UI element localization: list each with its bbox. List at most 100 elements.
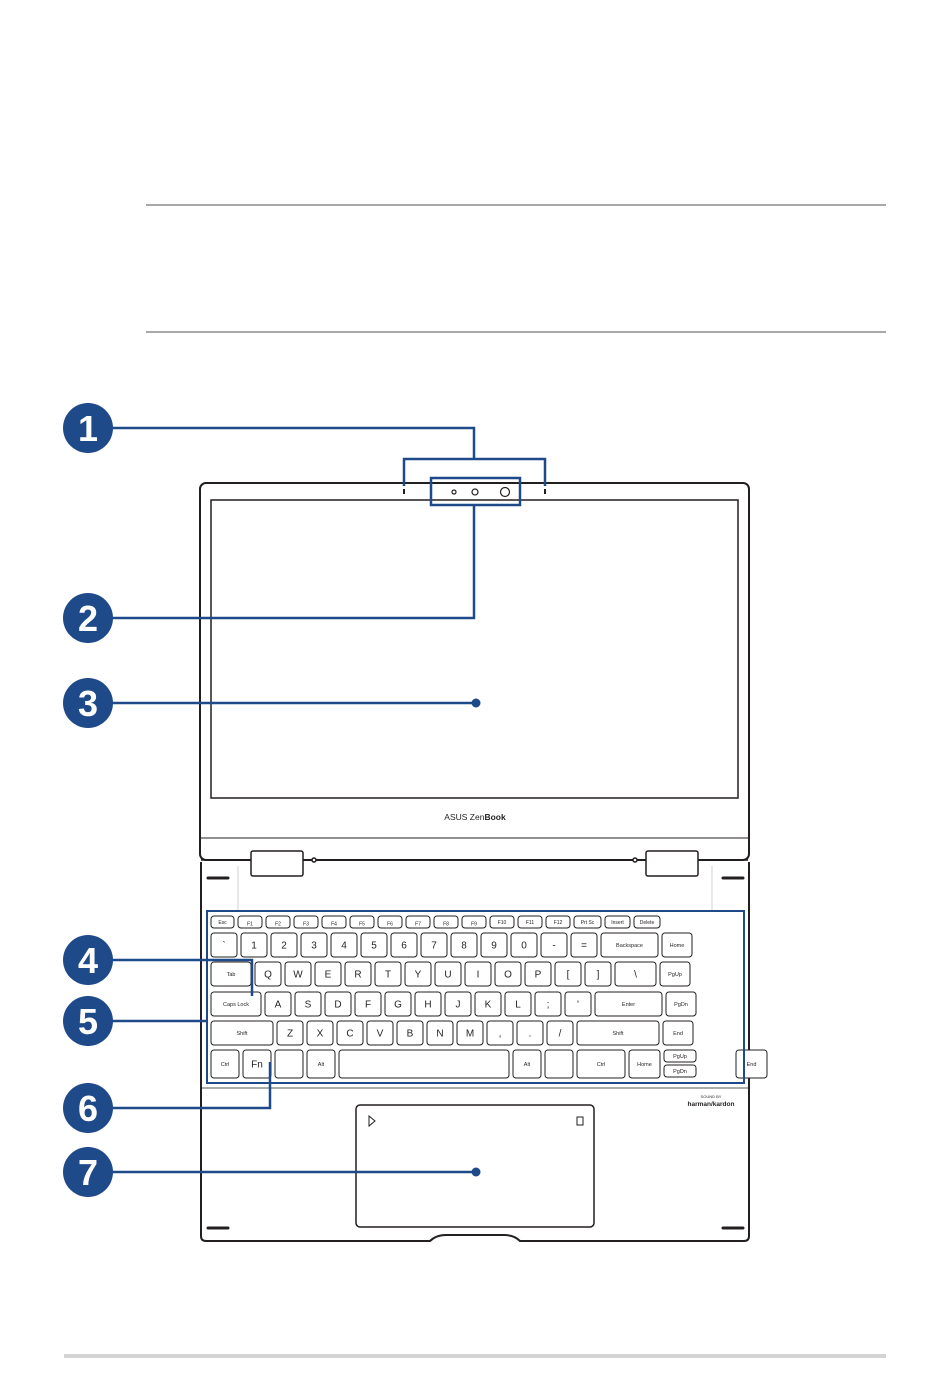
key-label: \ [634, 970, 637, 981]
callout-dots [471, 698, 481, 1177]
key [464, 961, 492, 987]
key-label: , [499, 1029, 502, 1040]
key [444, 991, 472, 1017]
key [354, 991, 382, 1017]
brand-logo: ASUS ZenBook [444, 812, 506, 822]
dot-3 [471, 698, 481, 708]
key-label: 7 [431, 941, 437, 952]
key [633, 915, 661, 929]
key [604, 915, 631, 929]
svg-text:5: 5 [78, 1001, 98, 1042]
key [661, 932, 693, 958]
key [570, 932, 598, 958]
key-label: 9 [491, 941, 497, 952]
key-label: F [365, 1000, 371, 1011]
key-label: F11 [526, 920, 534, 926]
key-label: Alt [524, 1062, 531, 1068]
key [306, 1020, 334, 1046]
key-label: 3 [311, 941, 317, 952]
key [405, 915, 431, 929]
key-label: PgUp [673, 1054, 687, 1060]
callout-2: 2 [63, 593, 113, 643]
key-label: ] [597, 970, 600, 981]
hinges [250, 850, 699, 877]
key [276, 1020, 304, 1046]
key-label: Fn [251, 1060, 263, 1071]
svg-text:7: 7 [78, 1152, 98, 1193]
key [294, 991, 322, 1017]
key-label: Prt Sc [581, 920, 595, 926]
key [461, 915, 487, 929]
key-label: J [456, 1000, 461, 1011]
key [240, 932, 268, 958]
key-label: X [317, 1029, 324, 1040]
touchpad [355, 1104, 595, 1228]
svg-text:3: 3 [78, 683, 98, 724]
key-label: Shift [612, 1031, 623, 1037]
key-label: 8 [461, 941, 467, 952]
key-label: U [444, 970, 451, 981]
key [584, 961, 612, 987]
leader-1 [88, 426, 476, 459]
key-label: Esc [218, 920, 227, 926]
key-label: F4 [331, 922, 337, 928]
key-label: Caps Lock [223, 1002, 249, 1008]
key [274, 1049, 304, 1079]
key-label: Q [264, 970, 272, 981]
key-label: F12 [554, 920, 563, 926]
svg-text:6: 6 [78, 1088, 98, 1129]
key-label: Alt [318, 1062, 325, 1068]
key-label: N [436, 1029, 443, 1040]
key [210, 915, 235, 929]
key-label: A [275, 1000, 282, 1011]
svg-text:1: 1 [78, 408, 98, 449]
key [360, 932, 388, 958]
key [517, 915, 543, 929]
key-label: E [325, 970, 332, 981]
key-label: V [377, 1029, 384, 1040]
key-label: F7 [415, 922, 421, 928]
key-label: B [407, 1029, 414, 1040]
key-label: . [529, 1029, 532, 1040]
left-hinge [250, 850, 304, 877]
key [433, 915, 459, 929]
callout-1: 1 [63, 403, 113, 453]
middle-rule [146, 331, 886, 333]
base-outline [200, 862, 750, 1242]
callout-4: 4 [63, 935, 113, 985]
key [576, 1049, 626, 1079]
key-label: PgUp [668, 972, 682, 978]
key-label: [ [567, 970, 570, 981]
key [544, 1049, 574, 1079]
key [546, 1020, 574, 1046]
key [576, 1020, 660, 1046]
key-label: Home [637, 1062, 652, 1068]
key-label: Home [670, 943, 685, 949]
key [663, 1049, 697, 1063]
camera-sensor-mid [471, 488, 479, 496]
key [321, 915, 347, 929]
key-label: Enter [622, 1002, 635, 1008]
key [540, 932, 568, 958]
key [314, 961, 342, 987]
key [396, 1020, 424, 1046]
key-label: 2 [281, 941, 287, 952]
callout-leaders [88, 426, 547, 1174]
key [210, 932, 238, 958]
key [524, 961, 552, 987]
key [349, 915, 375, 929]
key [264, 991, 292, 1017]
leader-1-bracket [402, 457, 547, 486]
key [554, 961, 582, 987]
key [494, 961, 522, 987]
key [306, 1049, 336, 1079]
key-label: End [673, 1031, 683, 1037]
key [390, 932, 418, 958]
callout-6: 6 [63, 1083, 113, 1133]
key-label: F9 [471, 922, 477, 928]
key [426, 1020, 454, 1046]
key-label: H [424, 1000, 431, 1011]
key-label: F3 [303, 922, 309, 928]
key-label: Z [287, 1029, 293, 1040]
